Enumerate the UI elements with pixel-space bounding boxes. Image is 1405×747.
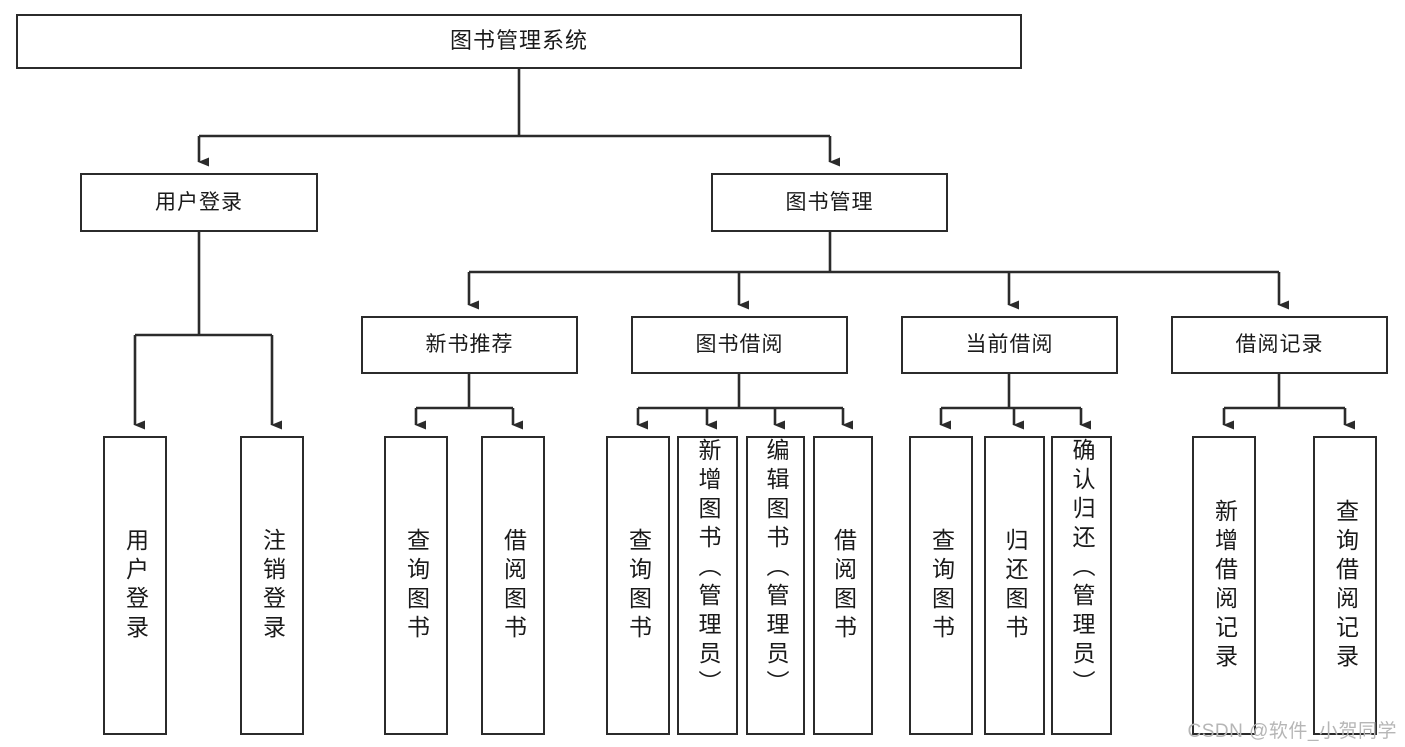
- node-label: 查询图书: [928, 527, 955, 644]
- node-label: 查询图书: [403, 527, 430, 644]
- leaf-query-book-borrow[interactable]: 查询图书: [606, 436, 670, 735]
- leaf-edit-book-admin[interactable]: 编辑图书（管理员）: [746, 436, 805, 735]
- node-label: 编辑图书（管理员）: [763, 438, 789, 699]
- node-current-borrow[interactable]: 当前借阅: [901, 316, 1118, 374]
- leaf-borrow-book-recommend[interactable]: 借阅图书: [481, 436, 545, 735]
- node-label: 用户登录: [155, 190, 243, 214]
- node-label: 当前借阅: [965, 333, 1054, 357]
- node-borrow-record[interactable]: 借阅记录: [1171, 316, 1388, 374]
- node-label: 新书推荐: [425, 333, 514, 357]
- node-root-system[interactable]: 图书管理系统: [16, 14, 1022, 69]
- node-book-borrow[interactable]: 图书借阅: [631, 316, 848, 374]
- leaf-user-login[interactable]: 用户登录: [103, 436, 167, 735]
- node-label: 归还图书: [1002, 527, 1028, 644]
- leaf-lend-book[interactable]: 借阅图书: [813, 436, 873, 735]
- leaf-return-book[interactable]: 归还图书: [984, 436, 1045, 735]
- node-label: 借阅图书: [500, 527, 527, 644]
- node-new-book-recommend[interactable]: 新书推荐: [361, 316, 578, 374]
- node-label: 用户登录: [122, 527, 149, 644]
- node-user-login[interactable]: 用户登录: [80, 173, 318, 232]
- leaf-user-logout[interactable]: 注销登录: [240, 436, 304, 735]
- leaf-add-borrow-record[interactable]: 新增借阅记录: [1192, 436, 1256, 735]
- node-label: 借阅图书: [830, 527, 857, 644]
- node-label: 确认归还（管理员）: [1069, 438, 1095, 699]
- node-label: 图书借阅: [695, 333, 784, 357]
- node-label: 查询借阅记录: [1332, 498, 1359, 673]
- node-label: 借阅记录: [1235, 333, 1324, 357]
- node-label: 图书管理: [785, 190, 874, 214]
- node-label: 图书管理系统: [449, 28, 588, 54]
- node-label: 新增借阅记录: [1211, 498, 1238, 673]
- node-label: 新增图书（管理员）: [695, 438, 721, 699]
- leaf-confirm-return-admin[interactable]: 确认归还（管理员）: [1051, 436, 1112, 735]
- node-label: 注销登录: [259, 527, 286, 644]
- node-book-management[interactable]: 图书管理: [711, 173, 948, 232]
- leaf-query-borrow-record[interactable]: 查询借阅记录: [1313, 436, 1377, 735]
- leaf-query-book-recommend[interactable]: 查询图书: [384, 436, 448, 735]
- leaf-query-book-current[interactable]: 查询图书: [909, 436, 973, 735]
- node-label: 查询图书: [625, 527, 652, 644]
- leaf-add-book-admin[interactable]: 新增图书（管理员）: [677, 436, 738, 735]
- csdn-watermark: CSDN @软件_小贺同学: [1187, 721, 1397, 742]
